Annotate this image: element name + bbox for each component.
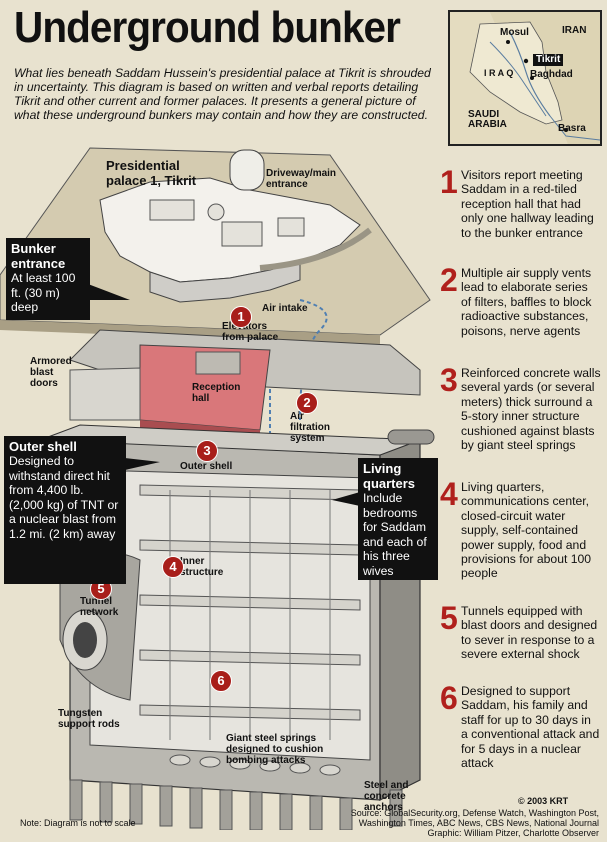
label-tungsten: Tungsten support rods — [58, 708, 120, 730]
step-3: 3 Reinforced concrete walls several yard… — [440, 362, 601, 456]
step-number: 6 — [440, 680, 458, 716]
map-label-mosul: Mosul — [500, 27, 529, 38]
diagram-badge-2: 2 — [296, 392, 318, 414]
graphic-line: Graphic: William Pitzer, Charlotte Obser… — [427, 828, 599, 838]
step-text: Tunnels equipped with blast doors and de… — [461, 604, 598, 662]
scale-note: Note: Diagram is not to scale — [20, 818, 136, 828]
step-number: 2 — [440, 262, 458, 298]
callout-heading: Outer shell — [9, 439, 77, 454]
step-number: 3 — [440, 362, 458, 398]
label-air-filtration: Air filtration system — [290, 411, 330, 444]
step-5: 5 Tunnels equipped with blast doors and … — [440, 600, 600, 664]
step-number: 5 — [440, 600, 458, 636]
step-6: 6 Designed to support Saddam, his family… — [440, 680, 600, 771]
callout-heading: Living quarters — [363, 461, 416, 491]
map-label-basra: Basra — [558, 123, 586, 134]
callout-text: Include bedrooms for Saddam and each of … — [363, 491, 427, 578]
copyright: © 2003 KRT — [518, 796, 569, 806]
source-line: Source: GlobalSecurity.org, Defense Watc… — [350, 808, 599, 828]
diagram-badge-6: 6 — [210, 670, 232, 692]
step-number: 4 — [440, 476, 458, 512]
label-air-intake: Air intake — [262, 303, 308, 314]
step-1: 1 Visitors report meeting Saddam in a re… — [440, 164, 600, 240]
step-4: 4 Living quarters, communications center… — [440, 476, 600, 581]
intro-text: What lies beneath Saddam Hussein's presi… — [14, 66, 431, 122]
map-label-saudi: SAUDI ARABIA — [468, 109, 507, 130]
step-text: Visitors report meeting Saddam in a red-… — [461, 168, 594, 240]
label-springs: Giant steel springs designed to cushion … — [226, 733, 324, 766]
label-driveway: Driveway/main entrance — [266, 168, 337, 190]
callout-text: At least 100 ft. (30 m) deep — [11, 271, 76, 315]
callout-living-quarters: Living quarters Include bedrooms for Sad… — [358, 458, 438, 580]
callout-bunker-entrance: Bunker entrance At least 100 ft. (30 m) … — [6, 238, 90, 320]
label-outer-shell: Outer shell — [180, 461, 233, 472]
diagram-badge-1: 1 — [230, 306, 252, 328]
label-inner-structure: Inner structure — [180, 556, 224, 578]
diagram-badge-4: 4 — [162, 556, 184, 578]
locator-map: IRAN Mosul Tikrit I R A Q Baghdad SAUDI … — [448, 10, 602, 146]
diagram-badge-3: 3 — [196, 440, 218, 462]
map-label-iraq: I R A Q — [484, 68, 514, 78]
step-2: 2 Multiple air supply vents lead to elab… — [440, 262, 600, 342]
label-reception-hall: Reception hall — [192, 382, 241, 404]
callout-text: Designed to withstand direct hit from 4,… — [9, 454, 119, 541]
label-armored-doors: Armored blast doors — [30, 356, 72, 389]
map-graphic — [450, 12, 600, 144]
label-anchors: Steel and concrete anchors — [364, 780, 409, 813]
callout-heading: Bunker entrance — [11, 241, 66, 271]
page-title: Underground bunker — [14, 3, 401, 52]
step-text: Designed to support Saddam, his family a… — [461, 684, 600, 771]
bunker-illustration — [0, 147, 435, 830]
step-text: Reinforced concrete walls several yards … — [461, 366, 601, 453]
label-palace: Presidential palace 1, Tikrit — [106, 158, 197, 188]
label-elevators: Elevators from palace — [222, 321, 279, 343]
callout-outer-shell: Outer shell Designed to withstand direct… — [4, 436, 126, 584]
step-text: Living quarters, communications center, … — [461, 480, 592, 581]
label-tunnel-network: Tunnel network — [80, 596, 119, 618]
map-label-baghdad: Baghdad — [530, 69, 573, 80]
credits: Source: GlobalSecurity.org, Defense Watc… — [339, 808, 599, 838]
map-label-iran: IRAN — [562, 25, 587, 36]
step-text: Multiple air supply vents lead to elabor… — [461, 266, 592, 338]
map-label-tikrit: Tikrit — [533, 54, 564, 66]
step-number: 1 — [440, 164, 458, 200]
